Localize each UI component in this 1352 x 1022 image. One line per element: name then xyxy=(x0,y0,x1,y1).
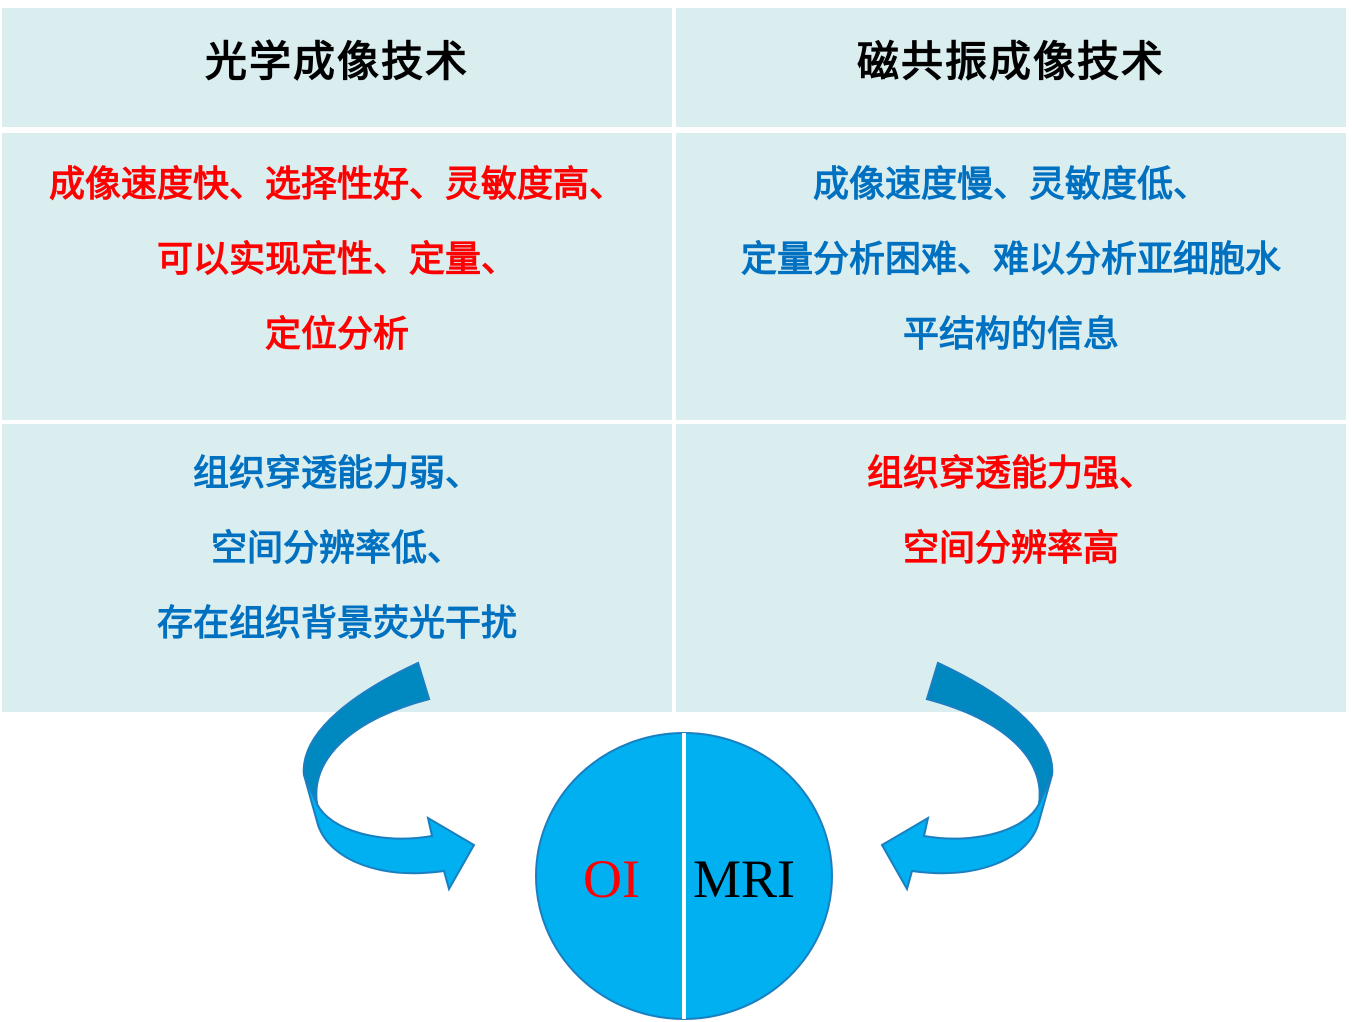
text-line: 定位分析 xyxy=(264,313,409,355)
right-curved-arrow-icon xyxy=(880,661,1054,892)
text-line: 可以实现定性、定量、 xyxy=(156,238,517,280)
text-line: 空间分辨率高 xyxy=(902,527,1119,569)
mri-advantages: 组织穿透能力强、 空间分辨率高 xyxy=(674,422,1346,712)
text-line: 存在组织背景荧光干扰 xyxy=(156,602,517,644)
text-line: 平结构的信息 xyxy=(902,313,1119,355)
oi-label: OI xyxy=(583,849,640,909)
optical-disadvantages: 组织穿透能力弱、 空间分辨率低、 存在组织背景荧光干扰 xyxy=(2,422,674,712)
left-curved-arrow-icon xyxy=(302,661,476,892)
text-line: 成像速度快、选择性好、灵敏度高、 xyxy=(48,163,625,205)
text-line: 组织穿透能力弱、 xyxy=(192,452,481,494)
header-optical: 光学成像技术 xyxy=(2,8,674,130)
text-line: 成像速度慢、灵敏度低、 xyxy=(812,163,1209,205)
mri-label: MRI xyxy=(693,849,796,909)
header-mri: 磁共振成像技术 xyxy=(674,8,1346,130)
comparison-table: 光学成像技术 磁共振成像技术 成像速度快、选择性好、灵敏度高、 可以实现定性、定… xyxy=(2,8,1346,712)
text-line: 空间分辨率低、 xyxy=(210,527,463,569)
mri-disadvantages: 成像速度慢、灵敏度低、 定量分析困难、难以分析亚细胞水 平结构的信息 xyxy=(674,130,1346,422)
optical-advantages: 成像速度快、选择性好、灵敏度高、 可以实现定性、定量、 定位分析 xyxy=(2,130,674,422)
text-line: 组织穿透能力强、 xyxy=(866,452,1155,494)
text-line: 定量分析困难、难以分析亚细胞水 xyxy=(740,238,1281,280)
